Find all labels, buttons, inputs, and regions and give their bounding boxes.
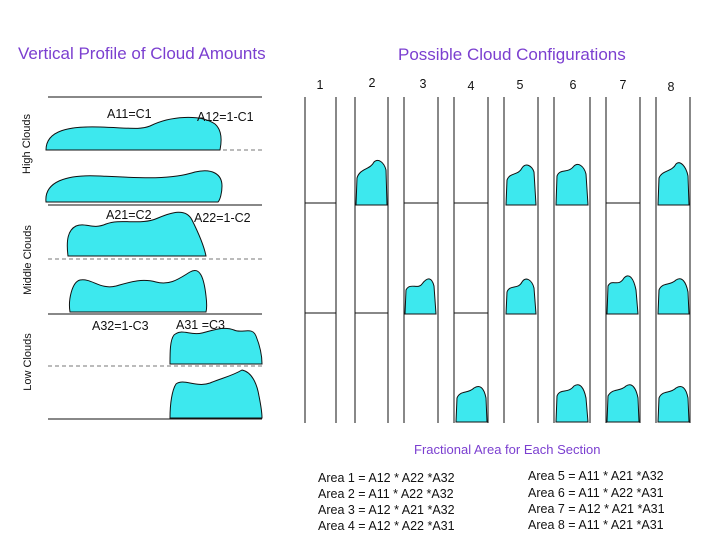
formula-area-7: Area 7 = A12 * A21 *A31 [528, 501, 665, 518]
column-number-8: 8 [661, 80, 681, 94]
config-7-low-cloud [607, 385, 639, 422]
config-grid-lines [305, 97, 690, 423]
config-8-middle-cloud [658, 279, 689, 314]
fractional-area-title: Fractional Area for Each Section [414, 442, 600, 457]
low-cloud-shape-lower [170, 370, 262, 418]
column-number-7: 7 [613, 78, 633, 92]
row-label-low: Low Clouds [22, 327, 34, 397]
formula-area-1: Area 1 = A12 * A22 *A32 [318, 470, 455, 487]
formula-area-2: Area 2 = A11 * A22 *A32 [318, 486, 454, 503]
label-a21: A21=C2 [106, 208, 152, 222]
column-number-5: 5 [510, 78, 530, 92]
column-number-2: 2 [362, 76, 382, 90]
config-7-middle-cloud [607, 276, 638, 314]
label-a31: A31 =C3 [176, 318, 225, 332]
formula-area-4: Area 4 = A12 * A22 *A31 [318, 518, 455, 535]
label-a11: A11=C1 [107, 107, 152, 121]
config-4-low-cloud [456, 386, 487, 422]
column-number-6: 6 [563, 78, 583, 92]
config-2-high-cloud [356, 160, 387, 205]
column-number-1: 1 [310, 78, 330, 92]
label-a32: A32=1-C3 [92, 319, 149, 333]
config-5-middle-cloud [506, 279, 536, 314]
label-a22: A22=1-C2 [194, 211, 251, 225]
row-label-middle: Middle Clouds [22, 215, 34, 305]
column-number-3: 3 [413, 77, 433, 91]
formula-area-8: Area 8 = A11 * A21 *A31 [528, 517, 664, 534]
row-label-high: High Clouds [21, 109, 33, 179]
config-3-middle-cloud [405, 279, 436, 314]
formula-area-3: Area 3 = A12 * A21 *A32 [318, 502, 455, 519]
config-5-high-cloud [506, 165, 536, 205]
high-cloud-shape-lower [46, 171, 222, 202]
config-6-high-cloud [556, 164, 588, 205]
low-cloud-shape-upper [170, 328, 262, 364]
label-a12: A12=1-C1 [197, 110, 254, 124]
config-8-high-cloud [658, 163, 689, 205]
formula-area-6: Area 6 = A11 * A22 *A31 [528, 485, 664, 502]
config-6-low-cloud [556, 385, 588, 422]
column-number-4: 4 [461, 79, 481, 93]
config-8-low-cloud [658, 386, 689, 422]
middle-cloud-shape-lower [69, 270, 206, 312]
high-cloud-shape-upper [46, 117, 221, 150]
formula-area-5: Area 5 = A11 * A21 *A32 [528, 468, 664, 485]
